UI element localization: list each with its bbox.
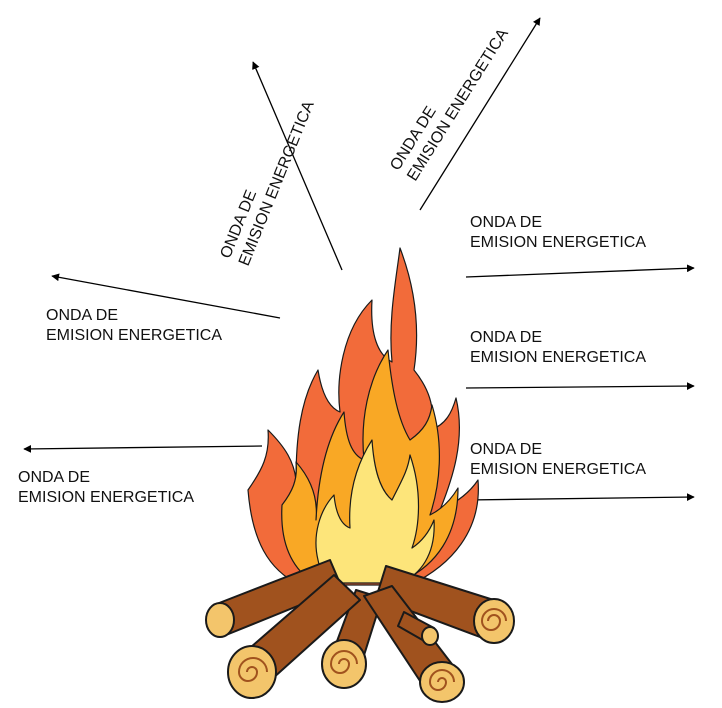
label-line2: EMISION ENERGETICA — [18, 489, 195, 506]
log-center-swirl — [330, 650, 358, 674]
label-line1: ONDA DE — [18, 469, 91, 486]
label-right-top: ONDA DE EMISION ENERGETICA — [470, 213, 646, 253]
flame-inner — [315, 439, 435, 584]
label-right-bottom: ONDA DE EMISION ENERGETICA — [470, 440, 646, 480]
arrow-up-right — [419, 17, 541, 211]
label-line1: ONDA DE — [470, 441, 543, 458]
label-line2: EMISION ENERGETICA — [470, 349, 647, 366]
log-back-right-end — [473, 598, 515, 644]
arrow-right-top — [465, 264, 695, 278]
label-line2: EMISION ENERGETICA — [470, 461, 647, 478]
label-left-lower: ONDA DE EMISION ENERGETICA — [18, 468, 194, 508]
log-front-right-swirl — [429, 669, 455, 691]
arrow-left-upper — [51, 273, 281, 319]
log-back-right-swirl — [481, 608, 507, 631]
log-front-right-end — [419, 661, 465, 703]
emission-arrows — [23, 17, 695, 501]
arrow-up-left — [252, 61, 343, 271]
arrow-right-middle — [465, 382, 695, 390]
log-small-end — [421, 626, 439, 646]
flame-icon — [247, 247, 479, 586]
label-line1: ONDA DE — [46, 307, 119, 324]
log-front-left-end — [227, 645, 277, 699]
log-front-left-swirl — [238, 657, 268, 682]
arrow-left-lower — [23, 445, 263, 453]
log-center-end — [321, 639, 367, 689]
label-line2: EMISION ENERGETICA — [470, 234, 647, 251]
log-back-left-end — [205, 602, 235, 638]
label-right-middle: ONDA DE EMISION ENERGETICA — [470, 328, 646, 368]
label-line2: EMISION ENERGETICA — [46, 327, 223, 344]
label-line1: ONDA DE — [470, 329, 543, 346]
logs-icon — [205, 559, 515, 703]
label-left-upper: ONDA DE EMISION ENERGETICA — [46, 306, 222, 346]
arrow-right-bottom — [465, 493, 695, 501]
label-line1: ONDA DE — [470, 214, 543, 231]
